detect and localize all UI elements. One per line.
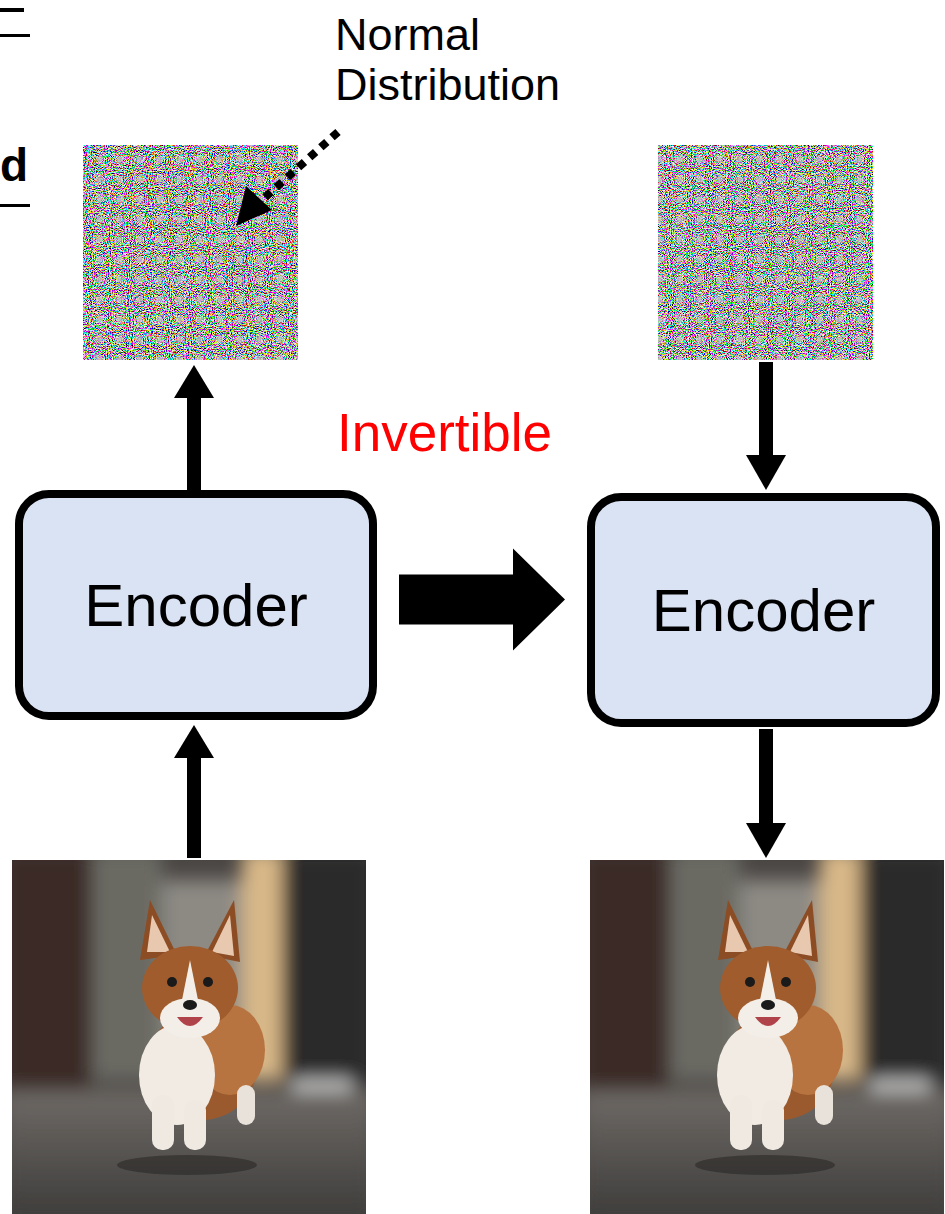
annotation-label: Normal Distribution	[335, 10, 665, 111]
title-fragment: d	[0, 140, 28, 192]
encoder-box: Encoder	[587, 493, 940, 727]
node-text: Encoder	[636, 576, 891, 645]
node-text: Encoder	[68, 571, 323, 640]
invertible-label: Invertible	[337, 403, 552, 462]
block-arrow	[399, 549, 565, 651]
encoder-box: Encoder	[15, 490, 377, 720]
